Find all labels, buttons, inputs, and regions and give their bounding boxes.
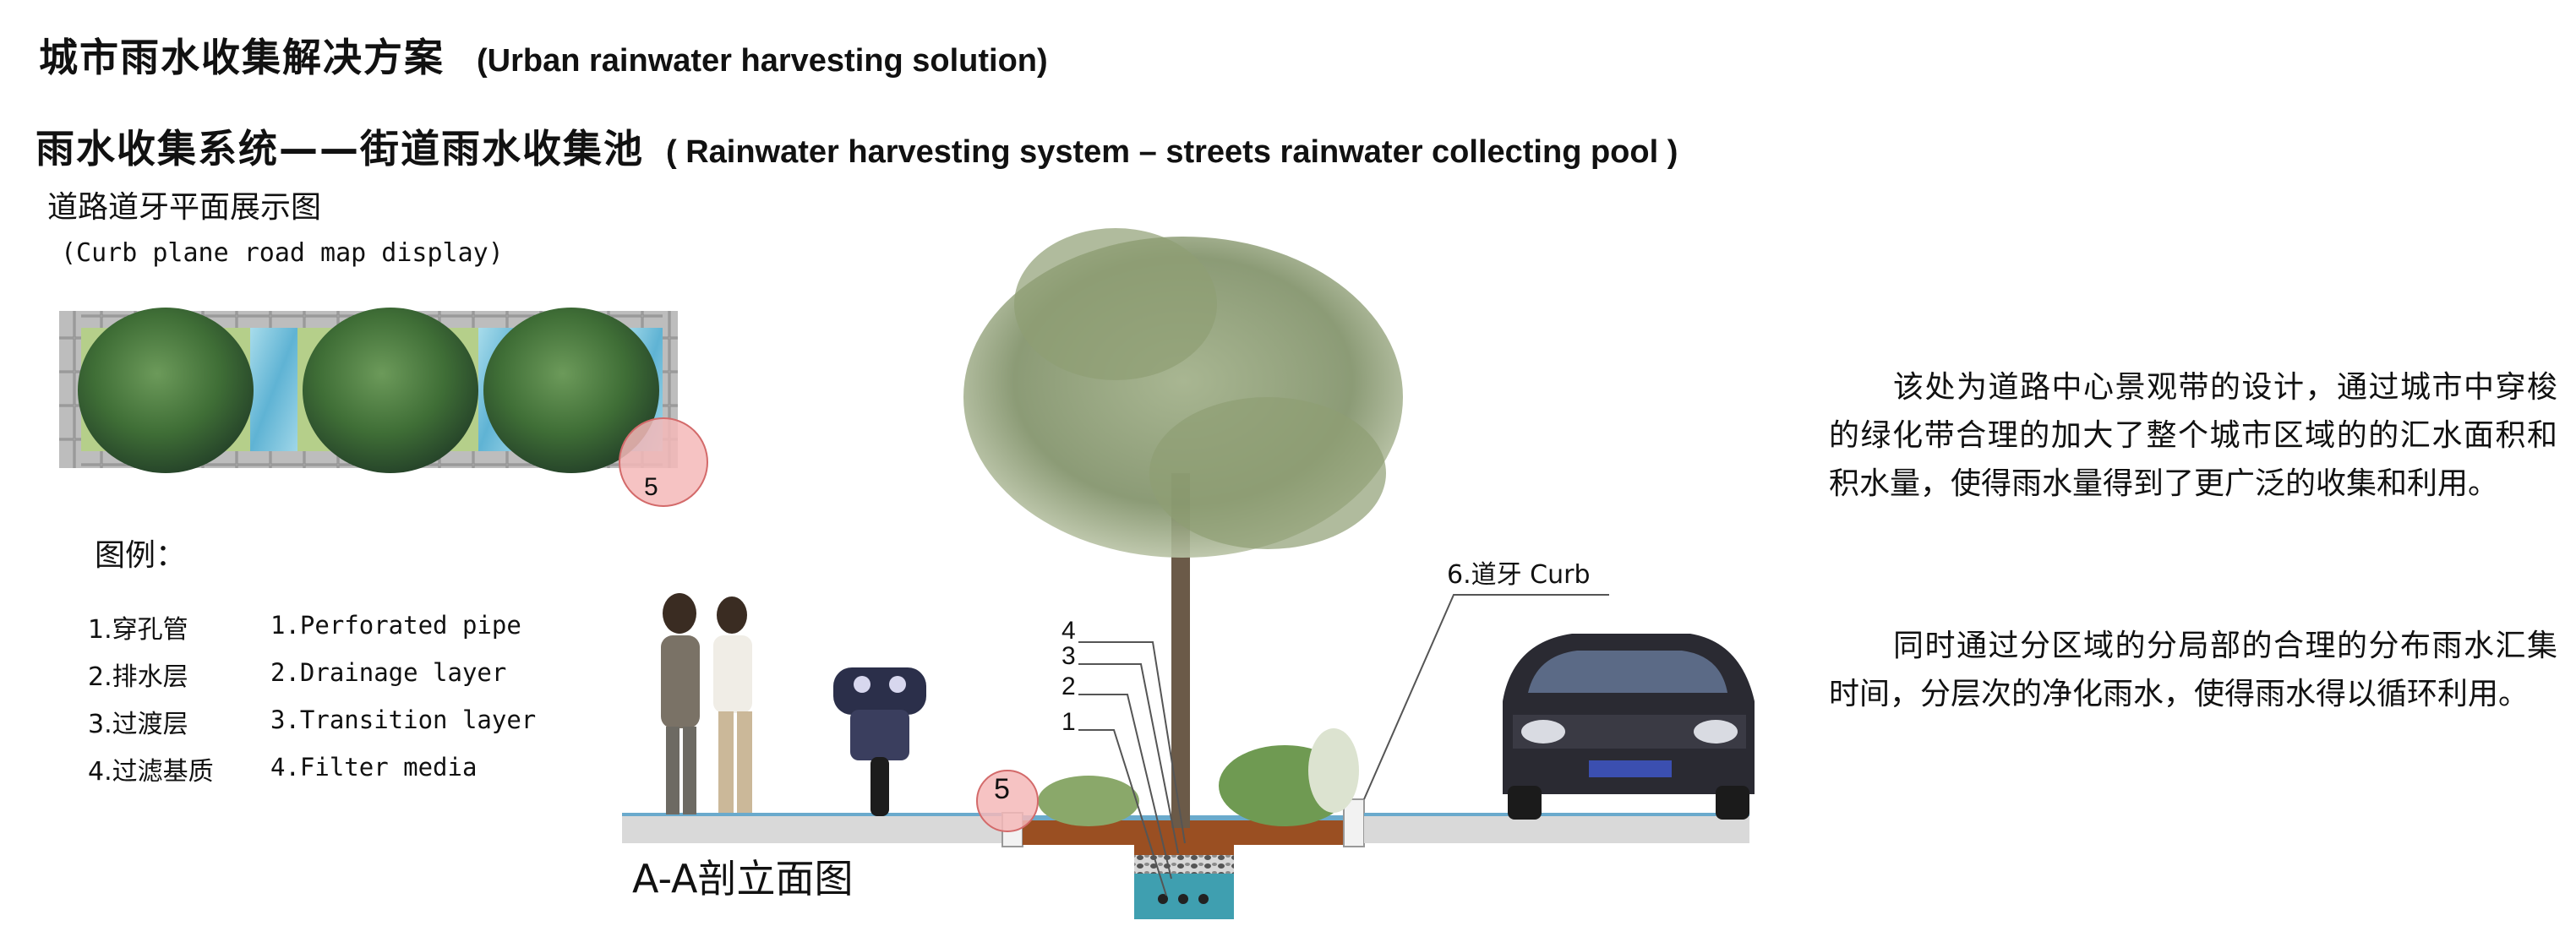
legend-item-en-3: 3.Transition layer (270, 705, 537, 734)
tree-canopy (1014, 228, 1217, 380)
plan-shrub (483, 308, 659, 473)
layer-label-1: 1 (1062, 708, 1076, 736)
tree-trunk (1171, 473, 1190, 828)
layer-label-2: 2 (1062, 673, 1076, 700)
plan-marker-label: 5 (644, 473, 658, 501)
tree-canopy (1149, 397, 1386, 549)
section-marker-label: 5 (994, 773, 1010, 805)
legend-item-zh-1: 1.穿孔管 (88, 615, 188, 645)
car-figure (1503, 634, 1755, 820)
sub-title-en: ( Rainwater harvesting system – streets … (666, 134, 1678, 170)
curb-label: 6.道牙 Curb (1447, 560, 1591, 590)
plan-shrub (78, 308, 254, 473)
legend-item-en-1: 1.Perforated pipe (270, 611, 521, 640)
curb-leader-line (1363, 594, 1609, 800)
description-paragraph-2: 同时通过分区域的分局部的合理的分布雨水汇集时间，分层次的净化雨水，使得雨水得以循… (1829, 629, 2557, 711)
legend-title: 图例： (95, 538, 187, 573)
sub-title: 雨水收集系统——街道雨水收集池 ( Rainwater harvesting sy… (35, 123, 1678, 177)
layer-label-4: 4 (1062, 617, 1076, 645)
main-title-en: (Urban rainwater harvesting solution) (477, 43, 1048, 79)
legend-item-zh-3: 3.过渡层 (88, 710, 188, 739)
section-shrub (1038, 776, 1139, 826)
legend-item-en-4: 4.Filter media (270, 753, 478, 782)
perforated-pipe (1158, 894, 1168, 904)
legend-item-zh-4: 4.过滤基质 (88, 757, 214, 787)
right-curb (1343, 798, 1365, 847)
main-title-zh: 城市雨水收集解决方案 (39, 35, 445, 80)
description-paragraph-1: 该处为道路中心景观带的设计，通过城市中穿梭的绿化带合理的加大了整个城市区域的的汇… (1829, 370, 2557, 501)
perforated-pipe (1178, 894, 1188, 904)
layer-leader-lines (1078, 641, 1186, 896)
ground-right (1364, 813, 1749, 843)
legend-item-zh-2: 2.排水层 (88, 662, 188, 692)
layer-label-3: 3 (1062, 642, 1076, 670)
plan-water-channel (250, 328, 297, 451)
section-marker-circle (976, 770, 1039, 832)
sub-title-zh: 雨水收集系统——街道雨水收集池 (35, 126, 644, 172)
transition-layer (1134, 855, 1234, 874)
plan-title-zh: 道路道牙平面展示图 (47, 190, 322, 225)
section-title: A-A剖立面图 (632, 856, 854, 901)
legend-item-en-2: 2.Drainage layer (270, 658, 507, 687)
plan-marker-circle (619, 417, 708, 507)
section-view (622, 228, 1755, 919)
plan-title-en: (Curb plane road map display) (61, 238, 504, 268)
pedestrians-figure (661, 593, 752, 814)
main-title: 城市雨水收集解决方案 (Urban rainwater harvesting so… (39, 32, 1048, 86)
ground-left (622, 813, 1019, 843)
perforated-pipe (1198, 894, 1209, 904)
curb-plan-view (59, 308, 708, 507)
section-grass (1308, 728, 1359, 813)
motorcycle-figure (833, 667, 926, 816)
plan-paving-border (59, 311, 81, 468)
plan-shrub (303, 308, 478, 473)
